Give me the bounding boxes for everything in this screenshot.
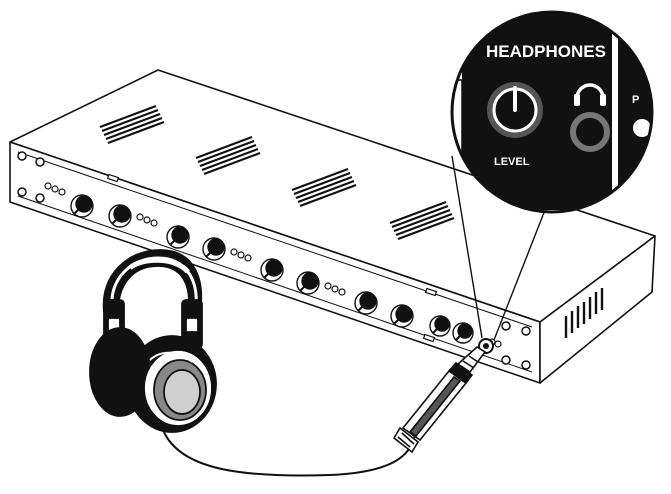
level-knob-label: LEVEL xyxy=(494,156,530,168)
headphone-output-jack xyxy=(570,112,610,152)
headphones-illustration xyxy=(89,249,217,433)
right-earcup xyxy=(127,335,217,433)
front-panel-tabs xyxy=(106,173,438,343)
knob-9 xyxy=(429,315,451,337)
top-vents xyxy=(99,104,455,241)
level-knob xyxy=(487,82,543,138)
headphones-section-label: HEADPHONES xyxy=(486,42,606,61)
front-panel-leds xyxy=(44,182,502,348)
vent-group-3 xyxy=(291,167,357,208)
knob-2 xyxy=(108,204,132,228)
knob-3 xyxy=(166,225,190,249)
knob-1 xyxy=(70,194,94,218)
callout-pointer xyxy=(451,155,546,341)
rack-screw-holes xyxy=(17,151,531,370)
callout-magnifier: HEADPHONES LEVEL P xyxy=(450,10,654,214)
knob-4 xyxy=(202,237,226,261)
quarter-inch-plug xyxy=(392,346,487,454)
callout-edge-letter: P xyxy=(632,94,639,106)
knob-10 xyxy=(452,322,474,344)
vent-group-4 xyxy=(389,200,455,241)
knob-6 xyxy=(296,271,320,295)
knob-7 xyxy=(354,291,378,315)
front-panel-knobs xyxy=(70,194,474,344)
headphones-icon xyxy=(574,83,606,106)
knob-5 xyxy=(260,258,284,282)
rack-right-side xyxy=(539,235,656,384)
vent-group-1 xyxy=(99,104,165,145)
vent-group-2 xyxy=(195,135,261,176)
headphone-cable xyxy=(159,419,416,477)
knob-8 xyxy=(390,304,414,328)
side-vents xyxy=(564,288,604,338)
